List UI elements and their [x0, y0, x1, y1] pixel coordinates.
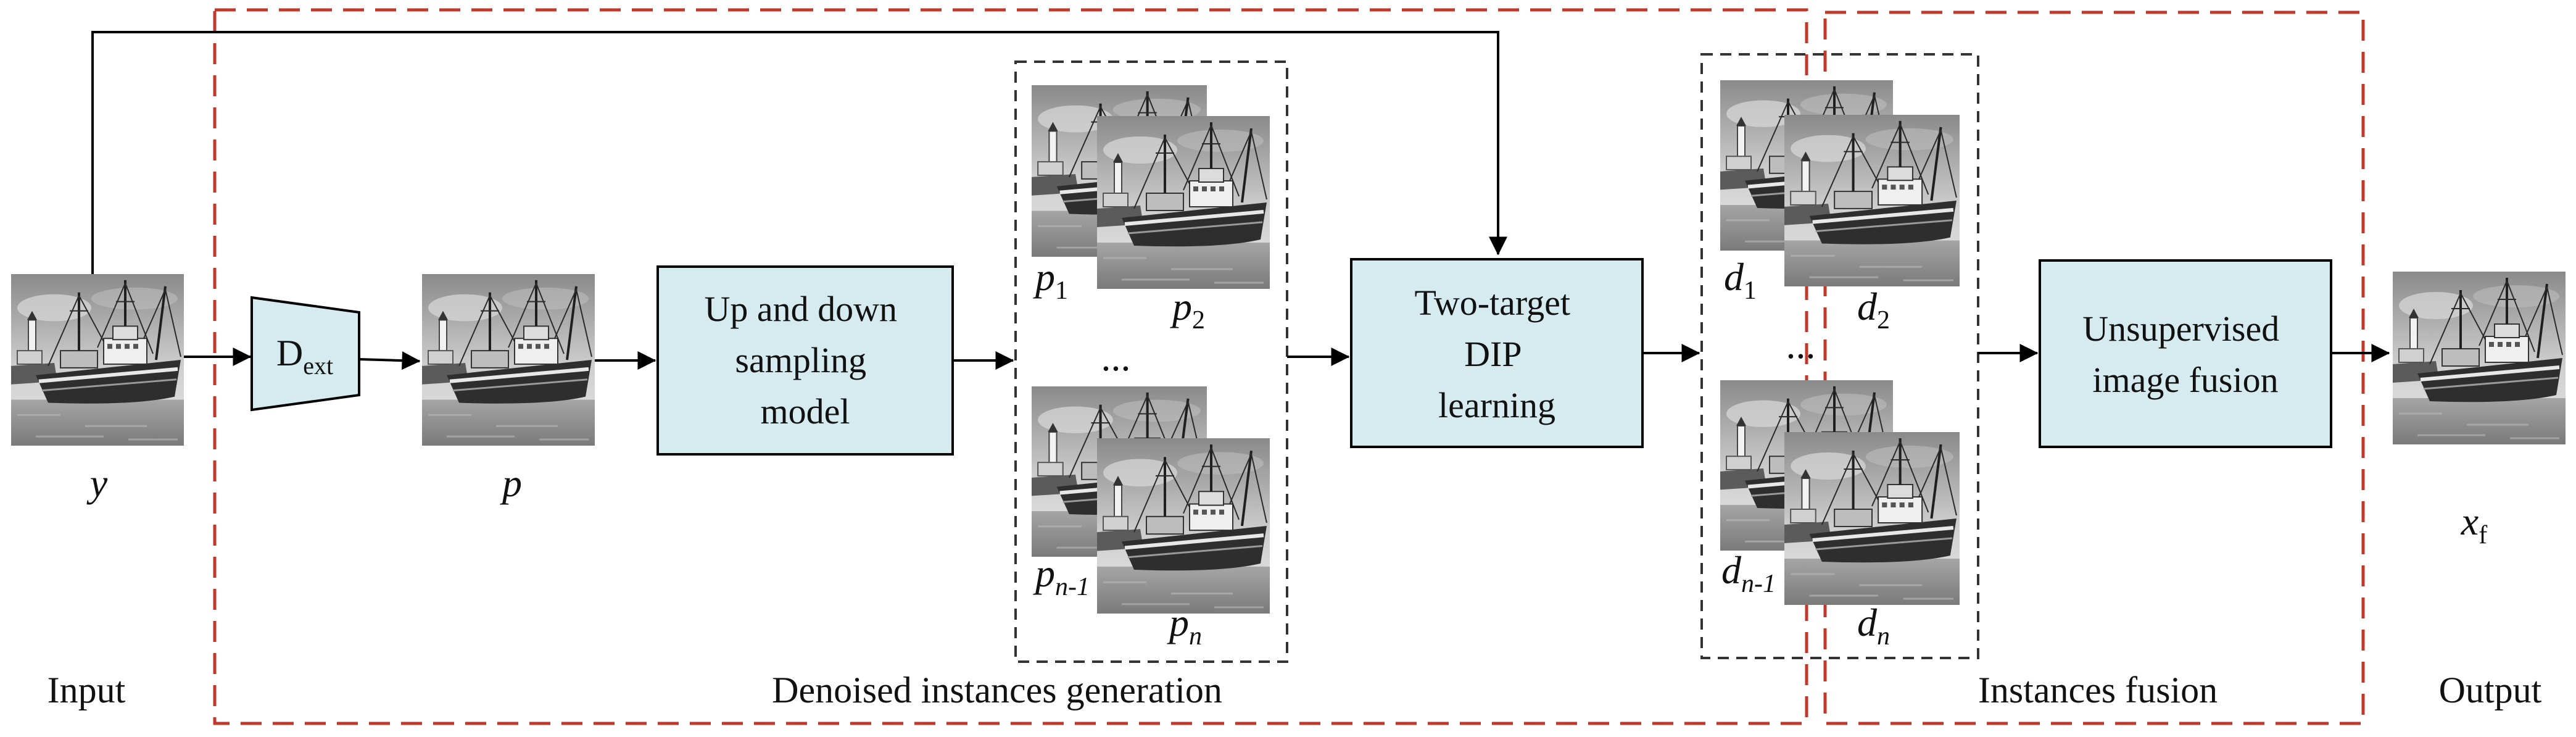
d-instances-group: [1700, 53, 1979, 659]
fusion-block-label: Unsupervised image fusion: [2082, 309, 2288, 400]
p1-label: p1: [1033, 255, 1068, 305]
dip-block-label: Two-target DIP learning: [1414, 283, 1579, 425]
generation-section-label: Denoised instances generation: [772, 670, 1222, 710]
p-instances-group: [1014, 60, 1288, 663]
p-ellipsis: ...: [1102, 335, 1132, 379]
pn-1-label: pn-1: [1033, 551, 1090, 601]
output-section-label: Output: [2439, 670, 2542, 710]
sampling-block-label: Up and down sampling model: [704, 289, 906, 431]
p2-image: [1097, 116, 1270, 289]
fusion-section-label: Instances fusion: [1978, 670, 2218, 710]
skip-connection-arrow: [91, 31, 1507, 274]
arrow-extractor-to-p: [358, 351, 421, 370]
d2-label: d2: [1857, 285, 1890, 335]
intermediate-variable: p: [500, 461, 522, 505]
fusion-section-border: [1823, 10, 2365, 725]
generation-section-border: [213, 8, 1808, 725]
input-section-label: Input: [48, 670, 126, 710]
input-image: [11, 274, 184, 446]
intermediate-image: [422, 274, 595, 446]
output-image: [2393, 272, 2566, 444]
output-variable: xf: [2461, 499, 2487, 549]
d1-label: d1: [1724, 255, 1757, 305]
extractor-block: [251, 296, 360, 412]
pn-label: pn: [1167, 601, 1202, 651]
input-variable: y: [86, 461, 108, 505]
dip-block: [1350, 258, 1644, 448]
pn-image: [1097, 438, 1270, 614]
dn-label: dn: [1857, 601, 1890, 651]
d2-image: [1784, 115, 1960, 286]
p2-label: p2: [1170, 285, 1205, 335]
dn-image: [1784, 432, 1960, 605]
extractor-label: Dext: [276, 333, 333, 380]
fusion-block: [2039, 259, 2332, 448]
d-ellipsis: ...: [1787, 323, 1816, 367]
dn-1-label: dn-1: [1721, 548, 1776, 598]
